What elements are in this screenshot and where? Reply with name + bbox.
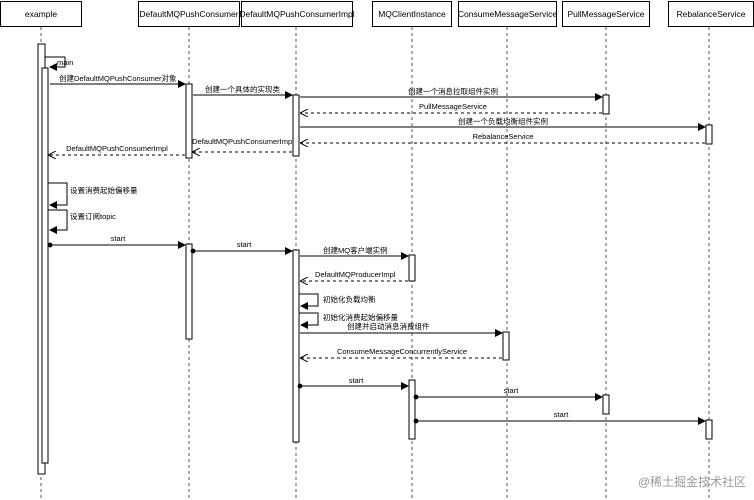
self-call-init-rebalance <box>299 293 319 310</box>
activation-impl-2 <box>292 249 300 443</box>
label-create-consumer: 创建DefaultMQPushConsumer对象 <box>59 74 177 83</box>
label-start-4: start <box>503 386 519 395</box>
activation-rebalance-2 <box>705 419 713 440</box>
activation-client-2 <box>408 379 416 440</box>
activation-example-inner <box>41 67 49 464</box>
activation-pull-2 <box>602 394 610 415</box>
self-call-set-offset <box>48 182 68 209</box>
activation-pull-1 <box>602 94 610 115</box>
activation-consume <box>502 331 510 361</box>
participant-rebalance-service: RebalanceService <box>668 1 754 27</box>
label-consume-concurrently-return: ConsumeMessageConcurrentlyService <box>336 347 468 356</box>
participant-consume-message-service: ConsumeMessageService <box>458 1 557 27</box>
label-create-consume-service: 创建并启动消息消费组件 <box>347 322 430 331</box>
participant-pull-message-service: PullMessageService <box>562 1 650 27</box>
label-start-3: start <box>348 376 364 385</box>
label-set-offset: 设置消费起始偏移量 <box>70 186 138 195</box>
self-call-subscribe <box>48 209 68 234</box>
label-create-pull: 创建一个消息拉取组件实例 <box>408 87 498 96</box>
label-start-1: start <box>110 234 126 243</box>
self-call-main <box>45 56 66 71</box>
label-start-5: start <box>553 410 569 419</box>
label-init-rebalance: 初始化负载均衡 <box>323 295 376 304</box>
activation-impl-1 <box>292 94 300 157</box>
label-create-rebalance: 创建一个负载均衡组件实例 <box>458 117 548 126</box>
participant-default-mq-push-consumer: DefaultMQPushConsumer <box>138 1 240 27</box>
self-call-init-offset <box>299 312 319 329</box>
label-create-client: 创建MQ客户端实例 <box>323 246 388 255</box>
activation-rebalance-1 <box>705 124 713 145</box>
label-impl-return: DefaultMQPushConsumerImpl <box>192 137 294 146</box>
label-producer-impl-return: DefaultMQProducerImpl <box>315 270 396 279</box>
label-set-topic: 设置订阅topic <box>70 212 116 221</box>
label-consumer-return: DefaultMQPushConsumerImpl <box>66 144 168 153</box>
participant-mq-client-instance: MQClientInstance <box>372 1 452 27</box>
label-init-offset: 初始化消费起始偏移量 <box>323 313 398 322</box>
label-rebalance-return: RebalanceService <box>472 132 534 141</box>
participant-default-mq-push-consumer-impl: DefaultMQPushConsumerImpl <box>239 1 355 27</box>
label-start-2: start <box>236 240 252 249</box>
label-create-impl: 创建一个具体的实现类 <box>205 85 280 94</box>
label-pull-service-return: PullMessageService <box>419 102 487 111</box>
activation-client-1 <box>408 254 416 282</box>
watermark: @稀土掘金技术社区 <box>637 475 746 489</box>
activation-consumer-1 <box>185 83 193 159</box>
activation-consumer-2 <box>185 243 193 340</box>
label-main: main <box>57 58 74 67</box>
participant-example: example <box>0 1 82 27</box>
